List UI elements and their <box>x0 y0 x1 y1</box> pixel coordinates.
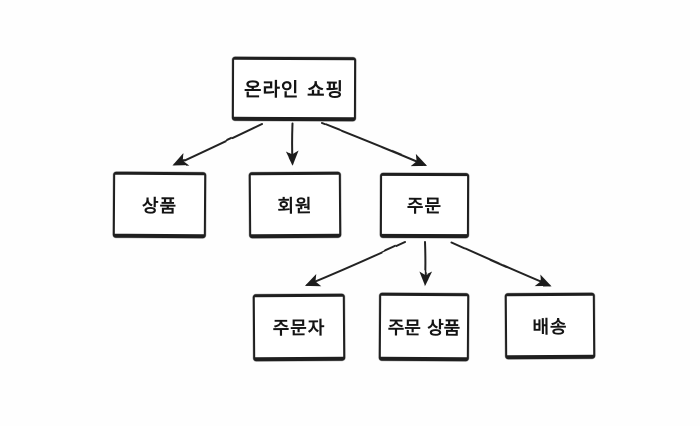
edge-online-shopping-to-order <box>321 122 428 167</box>
edge-order-to-orderer <box>304 241 406 287</box>
node-order: 주문 <box>379 172 470 239</box>
node-orderer: 주문자 <box>252 293 346 362</box>
node-online-shopping: 온라인 쇼핑 <box>231 56 357 122</box>
edge-order-to-delivery <box>450 241 552 287</box>
edge-online-shopping-to-product <box>172 123 263 166</box>
node-product: 상품 <box>112 171 207 239</box>
node-delivery: 배송 <box>504 292 596 360</box>
node-member: 회원 <box>248 171 342 239</box>
node-order-product: 주문 상품 <box>378 292 470 362</box>
